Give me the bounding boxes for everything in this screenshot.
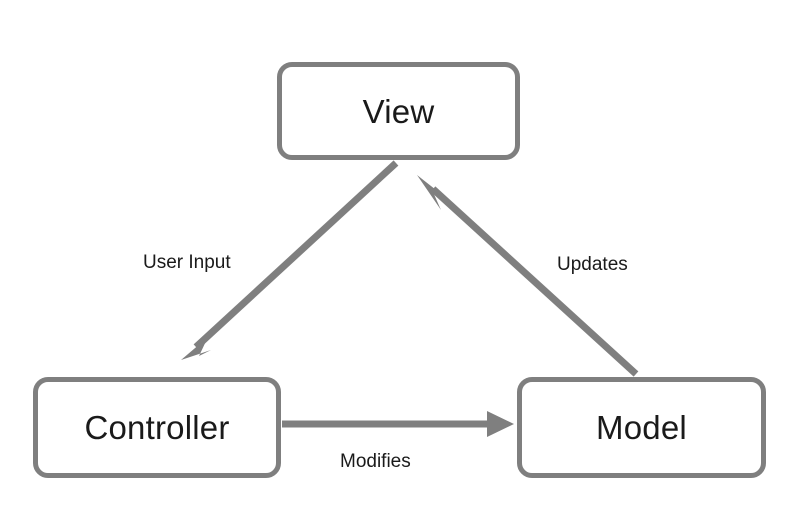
arrowhead-to-controller-icon <box>181 337 211 360</box>
edge-label-updates: Updates <box>557 254 628 275</box>
node-controller-label: Controller <box>84 409 230 446</box>
edge-controller-to-model <box>282 411 514 437</box>
arrowhead-to-model-icon <box>487 411 514 437</box>
node-view-label: View <box>362 92 435 130</box>
node-model-label: Model <box>596 409 687 446</box>
edge-label-user-input: User Input <box>143 252 231 273</box>
node-model[interactable]: Model <box>517 377 766 478</box>
arrowhead-to-view-icon <box>417 175 445 210</box>
edge-label-modifies: Modifies <box>340 451 411 472</box>
node-controller[interactable]: Controller <box>33 377 281 478</box>
node-view[interactable]: View <box>277 62 520 160</box>
